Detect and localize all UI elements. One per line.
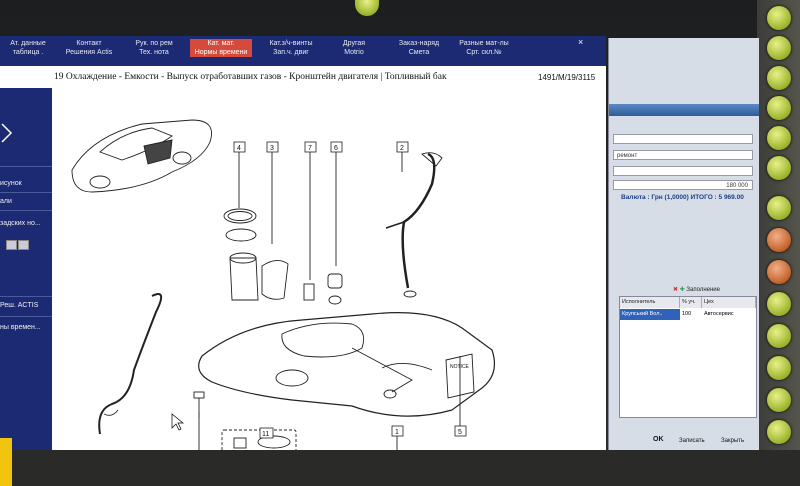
chevron-right-icon[interactable] <box>0 122 14 144</box>
tab-label: Контакт <box>76 40 102 47</box>
sidebar-button[interactable] <box>18 240 29 250</box>
sidebar-item-factory-numbers[interactable]: задских но... <box>0 220 41 227</box>
tab-label: Тех. нота <box>139 49 169 56</box>
sidebar-button[interactable] <box>6 240 17 250</box>
callout-label[interactable]: 3 <box>270 145 274 152</box>
field-label: ремонт <box>617 153 638 159</box>
divider <box>0 166 52 167</box>
repair-field[interactable]: ремонт <box>613 150 753 160</box>
smiley-icon[interactable] <box>767 356 791 380</box>
fill-menu[interactable]: ✖ ✚ Заполнение <box>673 286 720 293</box>
tab-label: Решения Actis <box>65 49 113 56</box>
empty-field[interactable] <box>613 166 753 176</box>
breadcrumb: 19 Охлаждение - Емкости - Выпуск отработ… <box>0 66 606 89</box>
callout-label[interactable]: 11 <box>262 431 269 438</box>
sidebar-item-drawing[interactable]: исунок <box>0 180 22 187</box>
grid-cell[interactable]: Крупський Вол.. <box>620 309 680 320</box>
callout-label[interactable]: 5 <box>458 429 462 436</box>
tab-label: Зап.ч. двиг <box>273 49 309 56</box>
smiley-icon[interactable] <box>767 228 791 252</box>
cursor-icon <box>171 413 184 431</box>
tab-label: Рук. по рем <box>135 40 173 47</box>
smiley-icon[interactable] <box>767 388 791 412</box>
callout-label[interactable]: 2 <box>400 145 404 152</box>
order-field[interactable] <box>613 134 753 144</box>
car-thumbnail-icon <box>71 119 212 193</box>
smiley-icon[interactable] <box>767 126 791 150</box>
divider <box>0 316 52 317</box>
window-titlebar <box>609 104 759 116</box>
divider <box>0 210 52 211</box>
notice-label: NOTICE <box>450 364 470 370</box>
smiley-icon[interactable] <box>767 260 791 284</box>
close-icon[interactable]: × <box>578 37 584 47</box>
executor-grid: Исполнитель % уч. Цех Крупський Вол.. 10… <box>619 296 757 418</box>
sidebar-item-actis[interactable]: Реш. ACTIS <box>0 302 39 309</box>
exploded-diagram: 4 3 7 6 2 1 5 11 NOTICE <box>52 88 606 457</box>
tab-label: Кат.з/ч-винты <box>269 40 313 47</box>
smiley-icon[interactable] <box>767 156 791 180</box>
divider <box>0 296 52 297</box>
callout-label[interactable]: 7 <box>308 145 312 152</box>
tab-label: Смета <box>408 49 430 56</box>
tab-label: Другая <box>342 40 366 47</box>
diagram-reference: 1491/M/19/3115 <box>538 73 596 82</box>
grid-header[interactable]: Цех <box>702 297 756 308</box>
ok-button[interactable]: OK <box>653 436 664 443</box>
fuel-tank-diagram: 4 3 7 6 2 1 5 11 NOTICE <box>71 119 495 457</box>
divider <box>0 192 52 193</box>
tab-label: Разные мат-лы <box>459 40 509 47</box>
smiley-icon[interactable] <box>767 324 791 348</box>
tab-label: Motrio <box>344 49 364 56</box>
order-window: ремонт 180 000 Валюта : Грн (1,0000) ИТО… <box>608 38 759 450</box>
tab-label: Срт. скл.№ <box>466 49 502 56</box>
tab-label: таблица . <box>12 49 44 56</box>
smiley-icon[interactable] <box>767 96 791 120</box>
tab-label: Ат. данные <box>10 40 46 47</box>
close-button[interactable]: Закрыть <box>721 438 745 444</box>
smiley-icon[interactable] <box>767 420 791 444</box>
sidebar: исунок али задских но... Реш. ACTIS ны в… <box>0 88 52 486</box>
tab-label: Заказ-наряд <box>398 40 440 47</box>
smiley-icon[interactable] <box>767 6 791 30</box>
callout-label[interactable]: 1 <box>395 429 399 436</box>
smiley-icon[interactable] <box>767 292 791 316</box>
grid-header[interactable]: % уч. <box>680 297 702 308</box>
tab-label: Кат. мат. <box>207 40 235 47</box>
delete-icon[interactable]: ✖ <box>673 287 679 293</box>
sidebar-item-parts[interactable]: али <box>0 198 12 205</box>
amount-field[interactable]: 180 000 <box>613 180 753 190</box>
grid-header[interactable]: Исполнитель <box>620 297 680 308</box>
smiley-icon[interactable] <box>767 66 791 90</box>
amount-value: 180 000 <box>726 183 748 189</box>
grid-cell[interactable]: Автосервис <box>704 311 734 317</box>
save-button[interactable]: Записать <box>679 438 705 444</box>
tab-labor-catalog[interactable]: Кат. мат. Нормы времени <box>190 39 252 57</box>
sidebar-item-labor-times[interactable]: ны времен... <box>0 324 41 331</box>
total-label: Валюта : Грн (1,0000) ИТОГО : 5 969.00 <box>621 194 744 201</box>
sidebar-marker <box>0 438 12 486</box>
fill-menu-label: Заполнение <box>686 287 720 293</box>
tab-attributes[interactable]: Ат. данные таблица . <box>0 39 56 57</box>
smiley-icon[interactable] <box>767 196 791 220</box>
callout-label[interactable]: 6 <box>334 145 338 152</box>
add-icon[interactable]: ✚ <box>679 287 685 293</box>
smiley-icon[interactable] <box>767 36 791 60</box>
tab-label: Нормы времени <box>194 49 248 56</box>
desktop-sidebar <box>757 0 800 450</box>
callout-label[interactable]: 4 <box>237 145 241 152</box>
grid-cell[interactable]: 100 <box>682 311 692 317</box>
smiley-icon[interactable] <box>355 0 379 16</box>
breadcrumb-path: 19 Охлаждение - Емкости - Выпуск отработ… <box>54 72 447 82</box>
